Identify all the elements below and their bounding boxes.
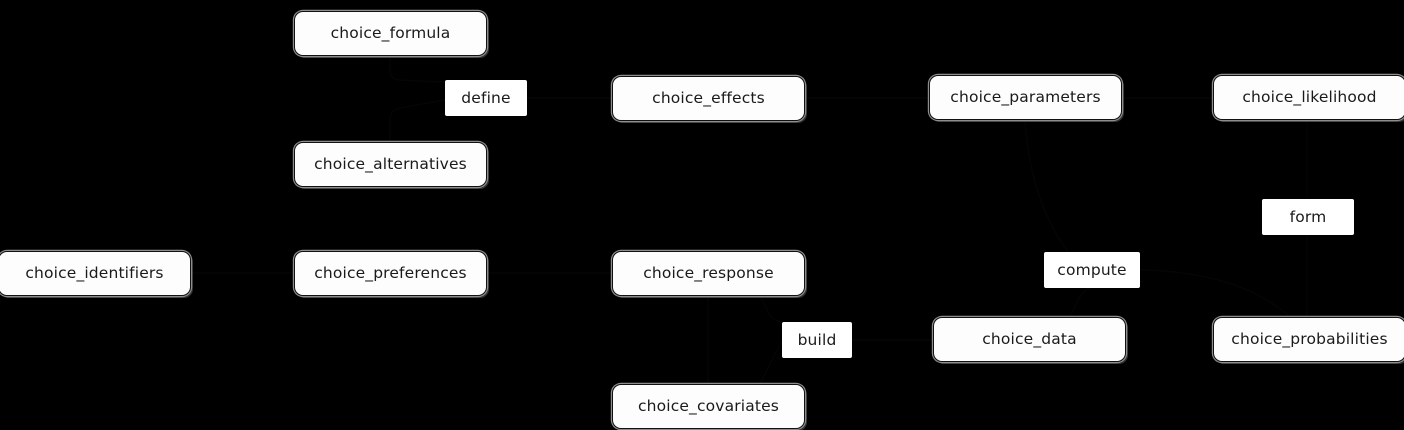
graph-node-label: choice_covariates	[637, 396, 780, 415]
graph-node-choice_effects[interactable]: choice_effects	[612, 76, 805, 121]
graph-node-label: choice_identifiers	[25, 263, 164, 282]
graph-node-choice_formula[interactable]: choice_formula	[294, 11, 487, 56]
edge-label-text: define	[461, 89, 511, 107]
graph-node-label: choice_effects	[652, 88, 765, 107]
graph-node-label: choice_formula	[330, 23, 451, 42]
edge-label-text: build	[797, 331, 837, 349]
graph-node-label: choice_alternatives	[314, 154, 467, 173]
graph-node-choice_likelihood[interactable]: choice_likelihood	[1213, 75, 1404, 120]
edge-label-text: form	[1289, 208, 1327, 226]
graph-edge	[1024, 119, 1069, 253]
graph-node-label: choice_likelihood	[1242, 87, 1377, 106]
graph-edge	[759, 295, 783, 323]
graph-node-choice_preferences[interactable]: choice_preferences	[294, 251, 487, 296]
graph-node-choice_alternatives[interactable]: choice_alternatives	[294, 142, 487, 187]
edge-label-compute: compute	[1044, 252, 1140, 288]
edge-label-text: compute	[1057, 261, 1127, 279]
edge-label-build: build	[782, 322, 852, 358]
graph-node-choice_data[interactable]: choice_data	[933, 317, 1126, 362]
graph-node-choice_probabilities[interactable]: choice_probabilities	[1213, 317, 1404, 362]
graph-node-choice_covariates[interactable]: choice_covariates	[612, 384, 805, 429]
graph-edge	[1069, 287, 1091, 318]
graph-node-label: choice_data	[982, 329, 1077, 348]
graph-node-label: choice_probabilities	[1231, 329, 1388, 348]
graph-node-label: choice_preferences	[314, 263, 467, 282]
graph-node-choice_response[interactable]: choice_response	[612, 251, 805, 296]
graph-node-choice_identifiers[interactable]: choice_identifiers	[0, 251, 191, 296]
graph-edge	[1139, 269, 1291, 318]
graph-edge	[389, 56, 446, 83]
graph-node-label: choice_response	[643, 263, 774, 282]
graph-node-choice_parameters[interactable]: choice_parameters	[929, 75, 1122, 120]
edge-label-define: define	[445, 80, 527, 116]
graph-edge	[759, 341, 783, 385]
edge-label-form: form	[1262, 199, 1354, 235]
graph-edge	[389, 99, 446, 142]
graph-node-label: choice_parameters	[950, 87, 1101, 106]
